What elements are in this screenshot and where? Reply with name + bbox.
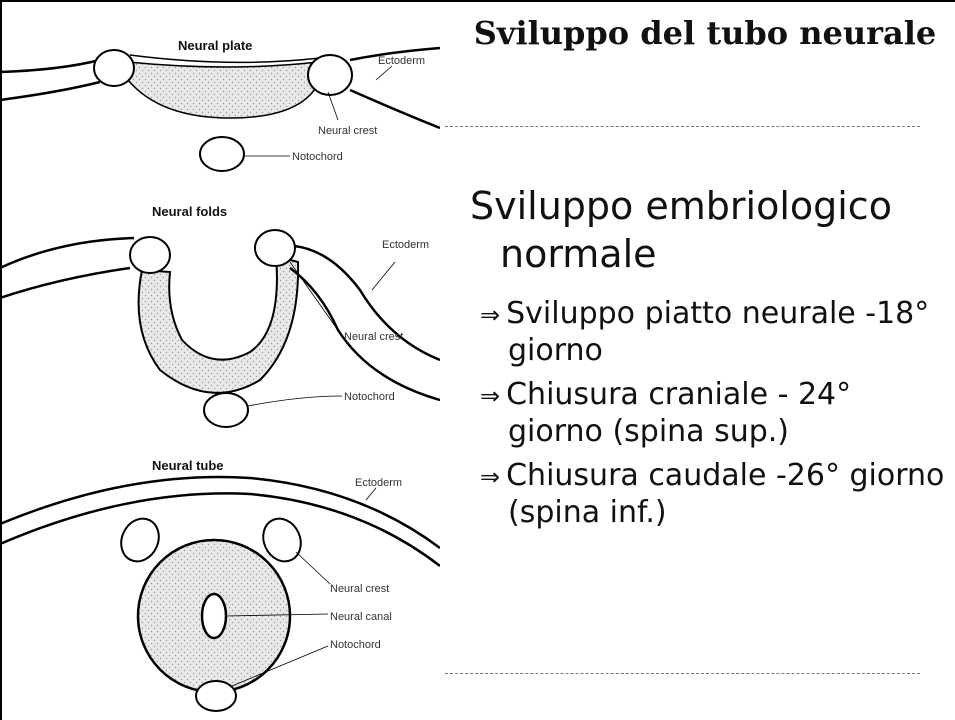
title-divider	[445, 126, 920, 127]
double-arrow-icon: ⇒	[480, 382, 501, 410]
panel3-title: Neural tube	[152, 458, 224, 473]
sub-bullet-list: ⇒Sviluppo piatto neurale -18° giorno ⇒Ch…	[480, 296, 950, 539]
panel3-neural-canal-label: Neural canal	[330, 611, 392, 623]
double-arrow-icon: ⇒	[480, 463, 501, 491]
panel1-ectoderm-label: Ectoderm	[378, 55, 425, 67]
double-arrow-icon: ⇒	[480, 301, 501, 329]
sub-bullet-text: Sviluppo piatto neurale -18° giorno	[506, 296, 930, 368]
panel2-title: Neural folds	[152, 204, 227, 219]
panel2-neural-crest-label: Neural crest	[344, 331, 403, 343]
main-bullet: Sviluppo embriologico normale	[470, 184, 892, 276]
footer-divider	[445, 673, 920, 674]
panel2-notochord-label: Notochord	[344, 391, 395, 403]
panel-neural-folds: Neural folds Ectoderm Neural crest Notoc…	[0, 204, 440, 428]
panel1-title: Neural plate	[178, 38, 252, 53]
sub-bullet-text: Chiusura caudale -26° giorno (spina inf.…	[506, 458, 945, 530]
sub-bullet-text: Chiusura craniale - 24° giorno (spina su…	[506, 377, 852, 449]
slide-title: Sviluppo del tubo neurale	[473, 14, 937, 52]
panel3-ectoderm-label: Ectoderm	[355, 477, 402, 489]
neural-tube-diagram: Neural plate Ectoderm Neural crest Notoc…	[0, 0, 440, 720]
panel-neural-plate: Neural plate Ectoderm Neural crest Notoc…	[0, 38, 440, 172]
panel1-notochord-label: Notochord	[292, 151, 343, 163]
sub-bullet-item: ⇒Chiusura caudale -26° giorno (spina inf…	[480, 458, 950, 531]
sub-bullet-item: ⇒Chiusura craniale - 24° giorno (spina s…	[480, 377, 950, 450]
panel3-neural-crest-label: Neural crest	[330, 583, 389, 595]
sub-bullet-item: ⇒Sviluppo piatto neurale -18° giorno	[480, 296, 950, 369]
panel-neural-tube: Neural tube Ectoderm Neural crest Neural…	[0, 458, 440, 712]
panel2-ectoderm-label: Ectoderm	[382, 239, 429, 251]
panel3-notochord-label: Notochord	[330, 639, 381, 651]
panel1-neural-crest-label: Neural crest	[318, 125, 377, 137]
